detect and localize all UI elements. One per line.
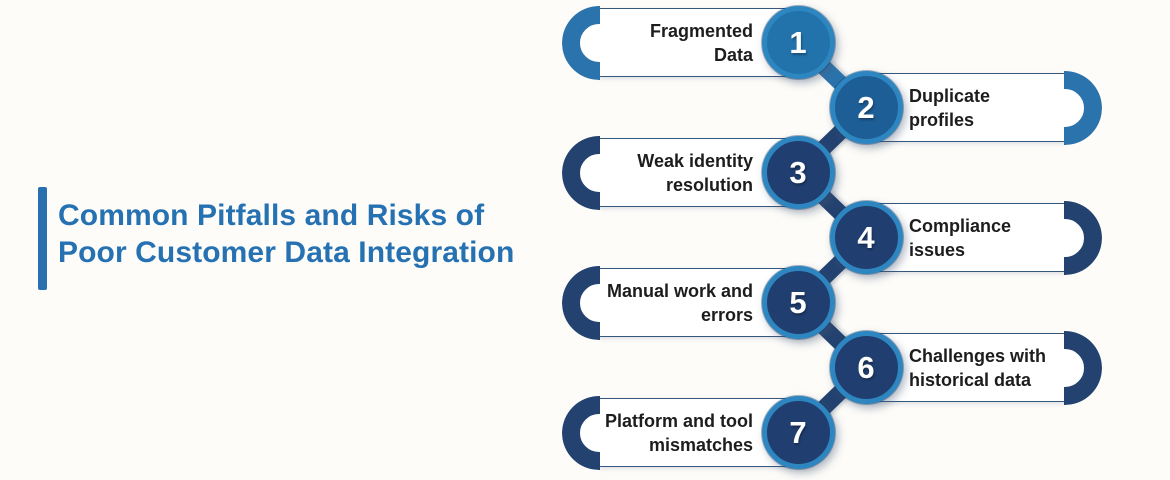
pill-label-line2: resolution [665,174,753,195]
number-label: 7 [789,414,807,450]
pill-label-line2: profiles [909,109,975,130]
pill-label: Platform and tool mismatches [600,409,815,457]
crescent-endcap [562,265,600,340]
crescent-endcap [1064,330,1102,405]
pill-label-line2: mismatches [648,434,753,455]
number-label: 3 [789,154,807,190]
crescent-donut-icon [1064,70,1102,145]
title-accent-bar [38,187,47,290]
pill-label-line1: Duplicate [909,85,991,106]
number-label: 4 [857,219,875,255]
pill-label-line2: errors [700,304,753,325]
pill-label-line1: Manual work and [606,280,753,301]
crescent-donut-icon [562,265,600,340]
page-title-line2: Poor Customer Data Integration [58,236,515,269]
crescent-endcap [1064,200,1102,275]
pill-label: Weak identity resolution [600,149,815,197]
number-badge-1: 1 [761,6,835,79]
page-title-line1: Common Pitfalls and Risks of [58,199,485,232]
pill-label-line1: Platform and tool [605,410,753,431]
pill-label-line2: issues [909,239,966,260]
crescent-endcap [562,135,600,210]
number-label: 6 [857,349,875,385]
number-label: 2 [857,89,875,125]
pill-label-line1: Fragmented [649,20,753,41]
number-badge-2: 2 [829,71,903,144]
page-title: Common Pitfalls and Risks of Poor Custom… [58,197,514,271]
pill-label: Duplicate profiles [850,84,1065,132]
number-badge-6: 6 [829,331,903,404]
crescent-endcap [562,395,600,470]
pill-label: Compliance issues [850,214,1065,262]
crescent-donut-icon [562,395,600,470]
pill-label: Challenges with historical data [850,344,1065,392]
crescent-endcap [1064,70,1102,145]
number-badge-3: 3 [761,136,835,209]
number-label: 5 [789,284,807,320]
number-label: 1 [789,24,807,60]
pill-label-line1: Compliance [909,215,1012,236]
pill-label-line2: historical data [909,369,1032,390]
number-badge-4: 4 [829,201,903,274]
number-badge-5: 5 [761,266,835,339]
crescent-endcap [562,5,600,80]
crescent-donut-icon [562,5,600,80]
crescent-donut-icon [1064,200,1102,275]
pill-label-line2: Data [713,44,753,65]
pill-label: Manual work and errors [600,279,815,327]
crescent-donut-icon [1064,330,1102,405]
pill-label: Fragmented Data [600,19,815,67]
pill-label-line1: Challenges with [909,345,1047,366]
pill-label-line1: Weak identity [637,150,753,171]
crescent-donut-icon [562,135,600,210]
number-badge-7: 7 [761,396,835,469]
